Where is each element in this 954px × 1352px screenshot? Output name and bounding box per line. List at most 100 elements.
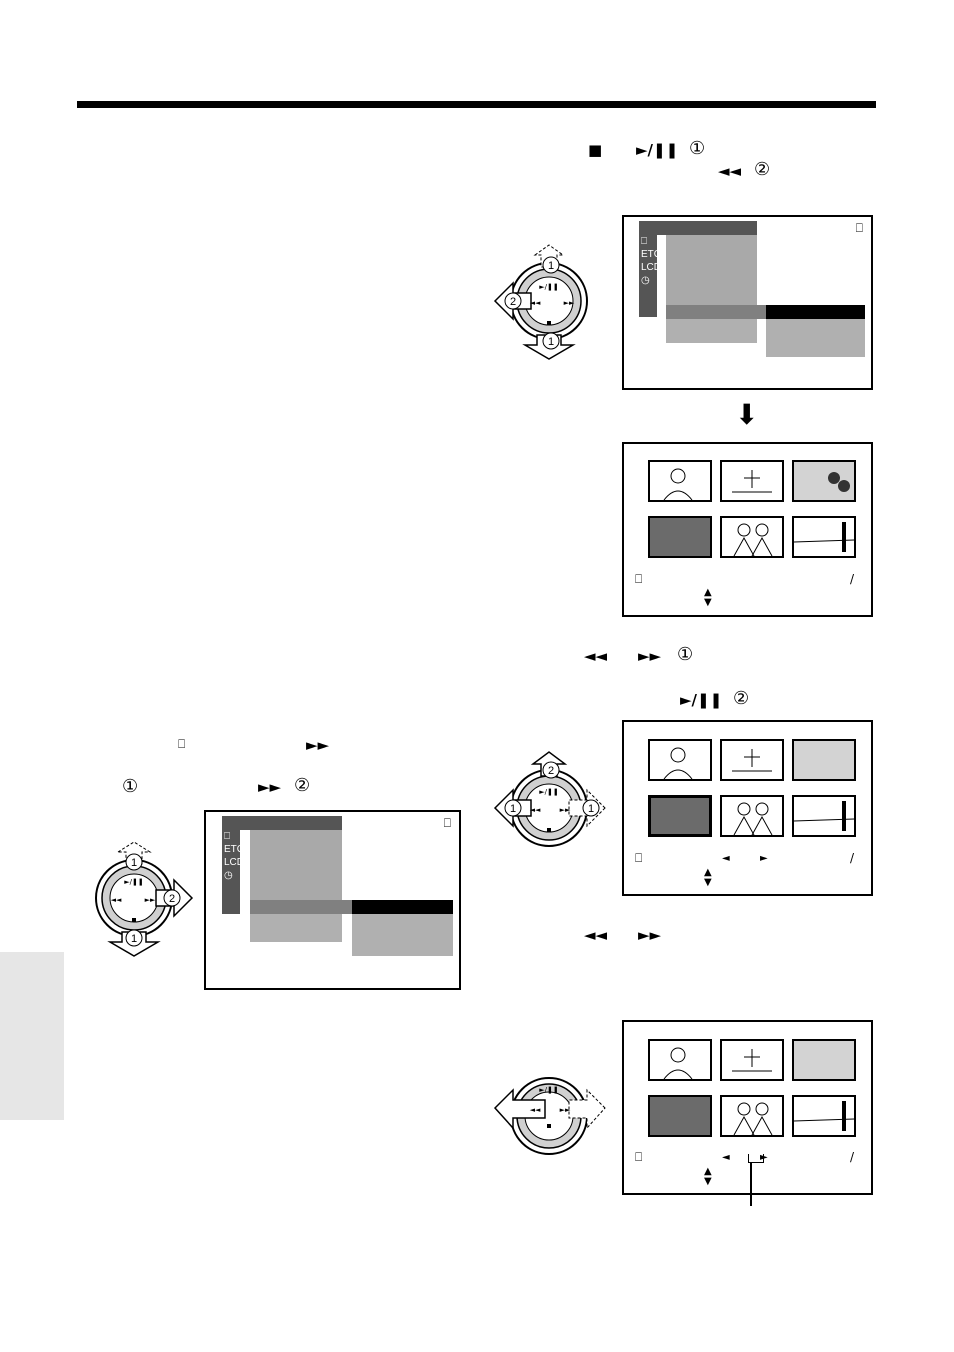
thumbnail-landscape <box>792 795 856 837</box>
thumbnail-landscape <box>792 1095 856 1137</box>
svg-text:1: 1 <box>131 933 137 945</box>
menu-item-card: ⎕ <box>641 236 647 247</box>
menu-column <box>250 830 342 900</box>
step-number-1: ① <box>689 138 706 159</box>
svg-text:◄◄: ◄◄ <box>111 896 122 904</box>
menu-highlight <box>766 305 865 319</box>
control-dial-1: 1 2 1 ►/❚❚ ◄◄ ►► <box>493 243 597 361</box>
left-arrow-icon: ◄ <box>722 853 730 864</box>
menu-item-etc: ETC <box>224 844 244 855</box>
card-icon: ⎕ <box>855 221 863 235</box>
menu-selected-row <box>666 305 766 319</box>
thumbnail-couple <box>792 739 856 781</box>
menu-item-clock: ◷ <box>224 870 233 881</box>
card-icon: ⎕ <box>178 737 186 751</box>
menu-sub-row <box>666 319 757 343</box>
thumbnail-portrait <box>648 1039 712 1081</box>
thumbnail-screen-3: ⎕ ◄ ► / ▲▼ <box>622 1020 873 1195</box>
callout-line <box>750 1162 752 1206</box>
menu-title-bar <box>639 221 757 235</box>
slash-label: / <box>850 851 855 865</box>
card-icon: ⎕ <box>635 851 643 865</box>
svg-text:1: 1 <box>510 803 516 815</box>
svg-text:►/❚❚: ►/❚❚ <box>539 283 558 291</box>
rewind-symbol: ◄◄ <box>718 162 742 180</box>
svg-text:2: 2 <box>169 893 175 905</box>
fast-forward-symbol: ►► <box>258 778 282 796</box>
svg-text:►►: ►► <box>145 896 156 904</box>
control-dial-2: 2 1 1 ►/❚❚ ◄◄ ►► <box>493 750 607 858</box>
menu-highlight <box>352 900 453 914</box>
control-dial-4: 1 2 1 ►/❚❚ ◄◄ ►► <box>92 840 196 958</box>
play-pause-symbol: ►/❚❚ <box>680 691 723 709</box>
card-icon: ⎕ <box>635 1150 643 1164</box>
thumbnail-screen-2: ⎕ ◄ ► / ▲▼ <box>622 720 873 896</box>
menu-item-clock: ◷ <box>641 275 650 286</box>
thumbnail-portrait <box>648 460 712 502</box>
rewind-symbol: ◄◄ <box>584 926 608 944</box>
menu-item-lcd: LCD <box>641 262 662 273</box>
slash-label: / <box>850 572 855 586</box>
step-number-1: ① <box>122 776 139 797</box>
thumbnail-couple <box>792 1039 856 1081</box>
right-arrow-icon: ► <box>760 853 768 864</box>
svg-text:◄◄: ◄◄ <box>530 299 541 307</box>
menu-item-etc: ETC <box>641 249 661 260</box>
thumbnail-group-selected <box>648 795 712 837</box>
menu-title-bar <box>222 816 342 830</box>
slash-label: / <box>850 1150 855 1164</box>
thumbnail-friends <box>720 1095 784 1137</box>
svg-text:►/❚❚: ►/❚❚ <box>124 878 143 886</box>
svg-text:1: 1 <box>588 803 594 815</box>
menu-submenu <box>352 914 453 956</box>
card-icon: ⎕ <box>443 816 451 830</box>
cursor-bracket <box>748 1154 764 1163</box>
svg-text:1: 1 <box>548 336 554 348</box>
play-pause-symbol: ►/❚❚ <box>636 141 679 159</box>
menu-item-lcd: LCD <box>224 857 245 868</box>
svg-text:1: 1 <box>548 260 554 272</box>
menu-sub-row <box>250 914 342 942</box>
menu-screen-2: ⎕ ⎕ ETC LCD ◷ <box>204 810 461 990</box>
stop-symbol: ■ <box>588 141 603 159</box>
menu-side-bar: ⎕ ETC LCD ◷ <box>639 235 662 317</box>
control-dial-3: ►/❚❚ ◄◄ ►► <box>493 1066 607 1166</box>
left-arrow-icon: ◄ <box>722 1152 730 1163</box>
svg-text:1: 1 <box>131 857 137 869</box>
thumbnail-screen-1: ⎕ / ▲▼ <box>622 442 873 617</box>
up-down-icon: ▲▼ <box>704 1166 712 1187</box>
menu-column <box>666 235 757 305</box>
step-number-2: ② <box>754 159 771 180</box>
menu-side-bar: ⎕ ETC LCD ◷ <box>222 830 245 914</box>
svg-text:◄◄: ◄◄ <box>530 1106 541 1114</box>
section-tab <box>0 952 64 1120</box>
menu-screen-1: ⎕ ⎕ ETC LCD ◷ <box>622 215 873 390</box>
rewind-symbol: ◄◄ <box>584 647 608 665</box>
thumbnail-skier <box>720 739 784 781</box>
step-number-2: ② <box>733 688 750 709</box>
menu-submenu <box>766 319 865 357</box>
svg-text:►/❚❚: ►/❚❚ <box>539 1086 558 1094</box>
menu-selected-row <box>250 900 352 914</box>
thumbnail-friends <box>720 795 784 837</box>
thumbnail-friends <box>720 516 784 558</box>
menu-item-card: ⎕ <box>224 831 230 842</box>
fast-forward-symbol: ►► <box>638 647 662 665</box>
step-number-1: ① <box>677 644 694 665</box>
svg-text:►►: ►► <box>560 1106 571 1114</box>
fast-forward-symbol: ►► <box>306 736 330 754</box>
header-rule <box>77 101 876 108</box>
thumbnail-skier <box>720 460 784 502</box>
svg-text:2: 2 <box>510 296 516 308</box>
thumbnail-landscape <box>792 516 856 558</box>
thumbnail-group <box>648 516 712 558</box>
thumbnail-group <box>648 1095 712 1137</box>
fast-forward-symbol: ►► <box>638 926 662 944</box>
thumbnail-couple <box>792 460 856 502</box>
down-arrow-icon: ⬇ <box>735 398 759 431</box>
up-down-icon: ▲▼ <box>704 867 712 888</box>
svg-text:►/❚❚: ►/❚❚ <box>539 788 558 796</box>
svg-text:2: 2 <box>548 765 554 777</box>
card-icon: ⎕ <box>635 572 643 586</box>
svg-text:◄◄: ◄◄ <box>530 806 541 814</box>
